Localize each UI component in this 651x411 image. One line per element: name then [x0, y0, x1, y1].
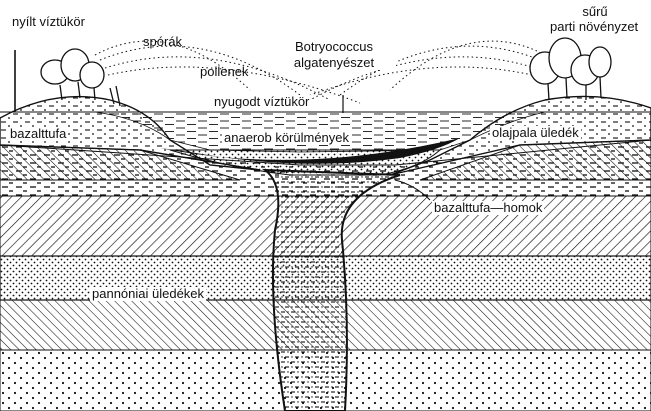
label-pollen: pollenek	[200, 64, 249, 79]
label-basalt-tuff-sand: bazalttufa—homok	[432, 200, 545, 215]
right-shore-trees	[529, 37, 612, 101]
label-spores: spórák	[143, 34, 183, 49]
label-anaerobic-conditions: anaerob körülmények	[222, 130, 352, 145]
basalt-tuff-sand-pointer	[394, 179, 431, 201]
label-open-water-surface: nyílt víztükör	[12, 14, 85, 29]
dispersal-arcs	[94, 40, 546, 104]
label-algae-line1: Botryococcus	[272, 40, 396, 54]
label-pannonian-sediments: pannóniai üledékek	[90, 286, 207, 301]
label-oil-shale-sediment: olajpala üledék	[490, 125, 581, 140]
label-dense-vegetation-line2: parti növényzet	[550, 19, 639, 34]
left-shore-trees	[40, 48, 121, 107]
oil-shale-black-layer	[160, 138, 460, 164]
label-algae-line2: algatenyészet	[272, 56, 396, 70]
label-dense-vegetation-line1: sűrű	[582, 4, 608, 19]
label-calm-water-surface: nyugodt víztükör	[212, 94, 312, 109]
label-basalt-tuff: bazalttufa	[8, 126, 69, 141]
